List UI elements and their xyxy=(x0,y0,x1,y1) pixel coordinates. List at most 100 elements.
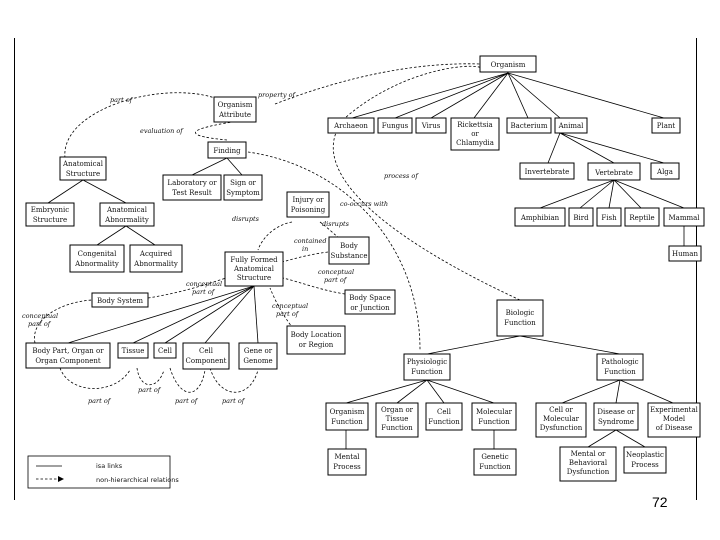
svg-text:Injury or: Injury or xyxy=(292,196,324,204)
svg-text:Congenital: Congenital xyxy=(78,250,117,258)
relation-label-part-of-5: part of xyxy=(88,397,112,405)
node-mental-process: Mental Process xyxy=(327,448,367,476)
node-bacterium: Bacterium xyxy=(506,117,552,134)
svg-text:part of: part of xyxy=(324,276,348,284)
svg-text:Vertebrate: Vertebrate xyxy=(594,169,633,177)
node-injury-poisoning: Injury or Poisoning xyxy=(286,191,330,218)
svg-text:non-hierarchical relations: non-hierarchical relations xyxy=(96,476,179,484)
isa-edges xyxy=(47,72,685,449)
node-cell: Cell xyxy=(153,342,177,359)
svg-text:Sign or: Sign or xyxy=(230,179,256,187)
node-reptile: Reptile xyxy=(624,207,660,227)
node-finding: Finding xyxy=(207,141,247,159)
node-mental-dysfunction: Mental or Behavioral Dysfunction xyxy=(559,446,617,482)
svg-text:Virus: Virus xyxy=(421,122,441,130)
node-acquired-abnormality: Acquired Abnormality xyxy=(129,244,183,273)
relation-label-disrupts-2: disrupts xyxy=(322,220,350,228)
svg-text:part of: part of xyxy=(192,288,216,296)
svg-text:Organ Component: Organ Component xyxy=(35,357,101,365)
node-body-location: Body Location or Region xyxy=(286,325,346,355)
node-physiologic-function: Physiologic Function xyxy=(403,353,451,381)
svg-text:Physiologic: Physiologic xyxy=(407,358,447,366)
relation-label-evaluation-of: evaluation of xyxy=(140,127,184,135)
svg-text:Structure: Structure xyxy=(33,216,67,224)
svg-text:Structure: Structure xyxy=(237,274,271,282)
svg-text:disrupts: disrupts xyxy=(232,215,260,223)
svg-text:Component: Component xyxy=(186,357,227,365)
node-fully-formed-anatomical-structure: Fully Formed Anatomical Structure xyxy=(224,251,284,287)
relation-label-conceptual-4: conceptual xyxy=(22,312,58,320)
svg-text:Molecular: Molecular xyxy=(476,408,513,416)
node-organism-function: Organism Function xyxy=(325,402,369,431)
svg-text:Syndrome: Syndrome xyxy=(598,418,634,426)
svg-text:Substance: Substance xyxy=(331,252,368,260)
svg-text:Attribute: Attribute xyxy=(218,111,251,119)
node-disease: Disease or Syndrome xyxy=(593,402,639,431)
node-body-space: Body Space or Junction xyxy=(344,289,396,315)
svg-text:part of: part of xyxy=(276,310,300,318)
svg-text:Embryonic: Embryonic xyxy=(31,206,69,214)
svg-text:Function: Function xyxy=(331,418,363,426)
svg-text:part of: part of xyxy=(88,397,112,405)
svg-text:Pathologic: Pathologic xyxy=(601,358,638,366)
svg-text:Anatomical: Anatomical xyxy=(233,265,275,273)
svg-text:conceptual: conceptual xyxy=(318,268,354,276)
node-mammal: Mammal xyxy=(663,207,705,227)
svg-text:Genetic: Genetic xyxy=(481,453,508,461)
node-organism: Organism xyxy=(479,55,537,73)
svg-text:conceptual: conceptual xyxy=(22,312,58,320)
legend-nonhierarchical: non-hierarchical relations xyxy=(96,476,179,484)
node-virus: Virus xyxy=(415,117,447,134)
relation-label-part-of-3: part of xyxy=(192,288,216,296)
svg-text:contained: contained xyxy=(294,237,327,245)
svg-text:part of: part of xyxy=(110,96,134,104)
node-organism-attribute: Organism Attribute xyxy=(213,96,257,123)
svg-text:or Region: or Region xyxy=(299,341,334,349)
slide-frame xyxy=(14,38,697,500)
svg-text:conceptual: conceptual xyxy=(272,302,308,310)
svg-text:co-occurs with: co-occurs with xyxy=(340,200,388,208)
svg-text:Reptile: Reptile xyxy=(629,214,654,222)
svg-text:or Junction: or Junction xyxy=(350,304,390,312)
nodes: Organism Organism Attribute Archaeon Fun… xyxy=(25,55,705,482)
relation-label-part-of-6: part of xyxy=(138,386,162,394)
node-body-substance: Body Substance xyxy=(328,236,370,265)
node-molecular-function: Molecular Function xyxy=(471,402,517,431)
svg-text:Poisoning: Poisoning xyxy=(291,206,326,214)
svg-text:Organism: Organism xyxy=(218,101,253,109)
relation-label-contained: contained xyxy=(294,237,327,245)
node-human: Human xyxy=(668,245,702,262)
svg-text:Function: Function xyxy=(478,418,510,426)
svg-text:Body Space: Body Space xyxy=(349,294,391,302)
node-plant: Plant xyxy=(651,117,681,134)
svg-text:Disease or: Disease or xyxy=(597,408,635,416)
svg-text:Mammal: Mammal xyxy=(668,214,700,222)
svg-text:Anatomical: Anatomical xyxy=(62,160,104,168)
node-cell-dysfunction: Cell or Molecular Dysfunction xyxy=(535,402,587,438)
node-anatomical-structure: Anatomical Structure xyxy=(59,156,107,181)
node-lab-result: Laboratory or Test Result xyxy=(162,174,222,201)
svg-text:Organ or: Organ or xyxy=(381,406,414,414)
relation-label-part-of-8: part of xyxy=(222,397,246,405)
node-biologic-function: Biologic Function xyxy=(496,299,544,337)
svg-text:disrupts: disrupts xyxy=(322,220,350,228)
node-pathologic-function: Pathologic Function xyxy=(596,353,644,381)
node-cell-function: Cell Function xyxy=(425,402,463,431)
node-embryonic-structure: Embryonic Structure xyxy=(25,202,75,227)
svg-text:Test Result: Test Result xyxy=(172,189,212,197)
svg-text:Finding: Finding xyxy=(213,147,241,155)
svg-text:Chlamydia: Chlamydia xyxy=(456,139,494,147)
relation-label-part-of-7: part of xyxy=(175,397,199,405)
svg-text:Body Location: Body Location xyxy=(291,331,342,339)
node-archaeon: Archaeon xyxy=(327,117,375,134)
svg-text:Function: Function xyxy=(479,463,511,471)
svg-text:Symptom: Symptom xyxy=(226,189,260,197)
svg-text:Anatomical: Anatomical xyxy=(106,206,148,214)
svg-text:Invertebrate: Invertebrate xyxy=(525,168,570,176)
node-body-part: Body Part, Organ or Organ Component xyxy=(25,342,111,369)
relation-label-conceptual-1: conceptual xyxy=(318,268,354,276)
node-tissue: Tissue xyxy=(117,342,149,359)
svg-text:Model: Model xyxy=(663,415,686,423)
svg-text:Function: Function xyxy=(411,368,443,376)
svg-text:Cell: Cell xyxy=(199,347,214,355)
